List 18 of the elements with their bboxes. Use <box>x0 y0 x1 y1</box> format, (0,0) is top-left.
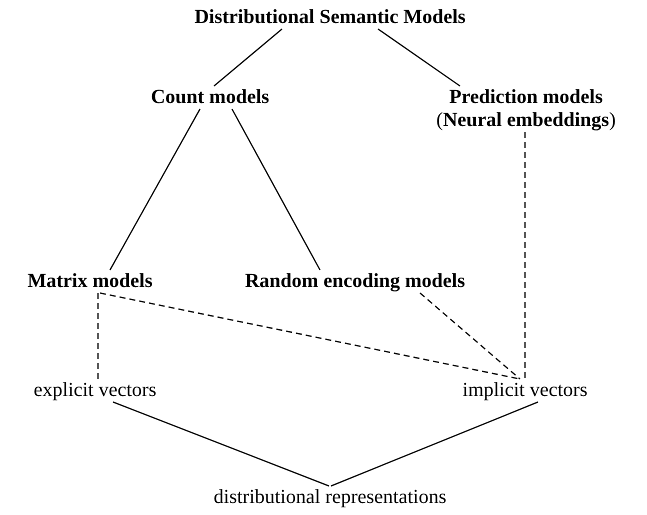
connector-line <box>112 401 330 487</box>
connector-line <box>330 401 538 487</box>
node-label: Matrix models <box>28 270 152 293</box>
connector-line <box>231 108 321 270</box>
connector-line <box>109 108 201 270</box>
node-label: Distributional Semantic Models <box>194 6 466 29</box>
node-label: distributional representations <box>214 486 446 509</box>
connector-line <box>524 132 526 379</box>
node-label: Prediction models (Neural embeddings) <box>421 86 631 132</box>
node-label: Count models <box>150 86 270 109</box>
connector-line <box>420 292 520 380</box>
connector-line <box>97 293 99 379</box>
connector-line <box>378 28 460 87</box>
node-label: explicit vectors <box>34 379 156 402</box>
node-label: Random encoding models <box>244 270 466 293</box>
connector-line <box>214 28 282 86</box>
node-label: implicit vectors <box>462 379 588 402</box>
connector-line <box>100 292 520 380</box>
